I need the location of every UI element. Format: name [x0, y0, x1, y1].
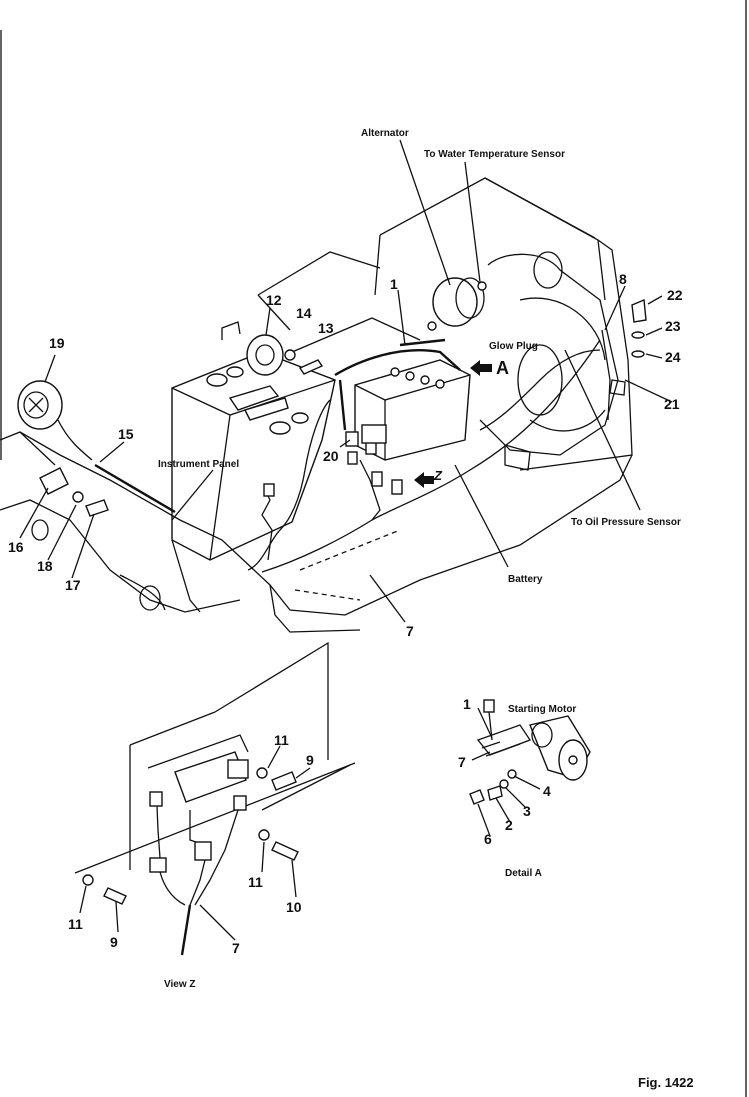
callout-number: 8: [619, 271, 627, 287]
callout-number: 3: [523, 803, 531, 819]
callout-number: 23: [665, 318, 681, 334]
callout-number: 7: [406, 623, 414, 639]
label-glow-plug: Glow Plug: [489, 341, 538, 352]
callout-number: 18: [37, 558, 53, 574]
figure-number: Fig. 1422: [638, 1075, 694, 1090]
main-assembly: [0, 177, 647, 633]
leader-lines-right: [645, 295, 663, 359]
callout-number: 13: [318, 320, 334, 336]
callout-number: 7: [232, 940, 240, 956]
callouts-view-z: 11 9 11 10 11 9 7: [68, 732, 314, 956]
callout-number: 4: [543, 783, 551, 799]
instrument-panel: [171, 351, 336, 561]
detail-a: [469, 699, 591, 837]
washer-14: [284, 349, 296, 361]
callout-number: 6: [484, 831, 492, 847]
label-instrument-panel: Instrument Panel: [158, 459, 239, 470]
horn: [221, 321, 284, 376]
label-alternator: Alternator: [361, 128, 409, 139]
callout-number: 2: [505, 817, 513, 833]
label-oil-pressure: To Oil Pressure Sensor: [571, 517, 681, 528]
label-battery: Battery: [508, 574, 543, 585]
bolt-13: [298, 359, 324, 375]
callout-number: 20: [323, 448, 339, 464]
label-starting-motor: Starting Motor: [508, 704, 576, 715]
leader-lines-main: [19, 139, 673, 623]
callout-number: 10: [286, 899, 302, 915]
view-z: [74, 641, 356, 956]
callout-number: 22: [667, 287, 683, 303]
svg-text:A: A: [496, 358, 509, 378]
label-water-temp: To Water Temperature Sensor: [424, 149, 565, 160]
callout-number: 21: [664, 396, 680, 412]
frame-rails: [0, 431, 633, 633]
callout-number: 9: [110, 934, 118, 950]
sensor-parts: [609, 298, 647, 396]
mounting-parts: [39, 463, 176, 517]
callout-number: 14: [296, 305, 312, 321]
headlamp: [17, 380, 93, 461]
svg-text:Z: Z: [433, 468, 443, 483]
callout-number: 11: [274, 732, 289, 748]
callout-number: 16: [8, 539, 24, 555]
label-detail-a: Detail A: [505, 868, 542, 879]
alternator: [427, 277, 487, 331]
callout-number: 15: [118, 426, 134, 442]
engine-body: [479, 251, 619, 471]
callout-number: 11: [248, 874, 263, 890]
frame-top: [257, 251, 421, 356]
callouts-main: 1 8 12 14 13 19 15 16 18 17 20 7 21 22 2…: [8, 271, 683, 639]
callouts-detail-a: 1 7 4 3 2 6: [458, 696, 551, 847]
callout-number: 19: [49, 335, 65, 351]
label-view-z: View Z: [164, 979, 196, 990]
callout-number: 1: [463, 696, 471, 712]
engine-hood: [374, 177, 633, 471]
callout-number: 7: [458, 754, 466, 770]
callout-number: 24: [665, 349, 681, 365]
arrow-z: Z: [414, 468, 443, 488]
callout-number: 11: [68, 916, 83, 932]
callout-number: 12: [266, 292, 282, 308]
callout-number: 9: [306, 752, 314, 768]
wiring-harness: [247, 329, 611, 573]
callout-number: 17: [65, 577, 81, 593]
callout-number: 1: [390, 276, 398, 292]
arrow-a: A: [470, 358, 509, 378]
